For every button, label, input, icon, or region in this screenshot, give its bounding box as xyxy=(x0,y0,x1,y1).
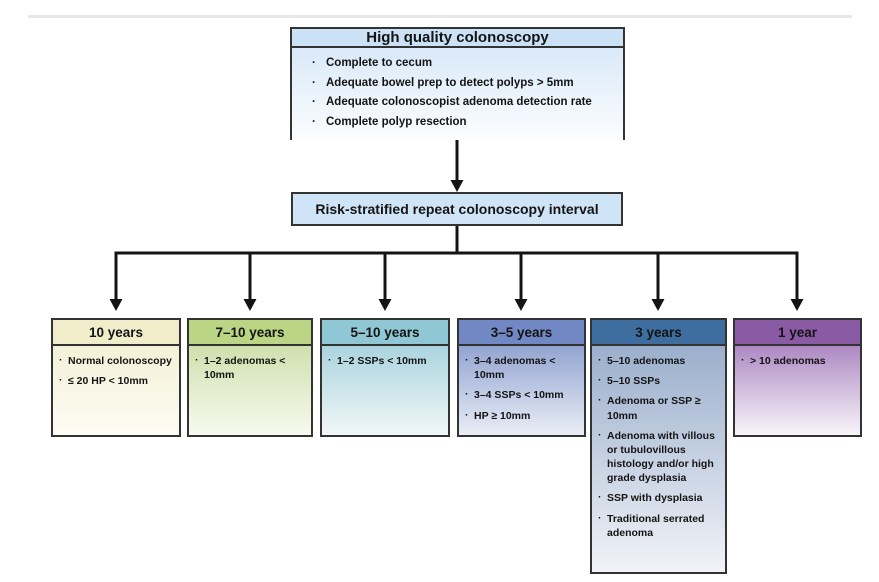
high-quality-colonoscopy-box: High quality colonoscopy Complete to cec… xyxy=(290,27,625,141)
list-item: 5–10 adenomas xyxy=(598,353,721,368)
list-item: Complete polyp resection xyxy=(310,115,617,131)
list-item: SSP with dysplasia xyxy=(598,490,721,505)
column-list: Normal colonoscopy ≤ 20 HP < 10mm xyxy=(53,346,179,400)
list-item: Normal colonoscopy xyxy=(59,353,175,368)
column-body: 1–2 adenomas < 10mm xyxy=(189,346,311,435)
column-3-5-years: 3–5 years 3–4 adenomas < 10mm 3–4 SSPs <… xyxy=(457,318,586,437)
box-title: High quality colonoscopy xyxy=(292,29,623,48)
list-item: 5–10 SSPs xyxy=(598,373,721,388)
list-item: Adequate bowel prep to detect polyps > 5… xyxy=(310,76,617,92)
column-header: 3–5 years xyxy=(459,320,584,346)
arrow-head-col-4 xyxy=(514,299,528,311)
column-list: 1–2 SSPs < 10mm xyxy=(322,346,448,380)
column-body: 3–4 adenomas < 10mm 3–4 SSPs < 10mm HP ≥… xyxy=(459,346,584,435)
column-1-year: 1 year > 10 adenomas xyxy=(733,318,862,437)
column-3-years: 3 years 5–10 adenomas 5–10 SSPs Adenoma … xyxy=(590,318,727,574)
column-7-10-years: 7–10 years 1–2 adenomas < 10mm xyxy=(187,318,313,437)
column-list: 3–4 adenomas < 10mm 3–4 SSPs < 10mm HP ≥… xyxy=(459,346,584,435)
risk-interval-box: Risk-stratified repeat colonoscopy inter… xyxy=(291,192,623,226)
list-item: ≤ 20 HP < 10mm xyxy=(59,373,175,388)
arrow-head-col-6 xyxy=(790,299,804,311)
column-list: 1–2 adenomas < 10mm xyxy=(189,346,311,394)
column-header: 5–10 years xyxy=(322,320,448,346)
list-item: 1–2 SSPs < 10mm xyxy=(328,353,444,368)
column-body: > 10 adenomas xyxy=(735,346,860,435)
list-item: HP ≥ 10mm xyxy=(465,408,580,423)
list-item: 3–4 SSPs < 10mm xyxy=(465,387,580,402)
column-header: 1 year xyxy=(735,320,860,346)
arrow-head-col-1 xyxy=(109,299,123,311)
criteria-list: Complete to cecum Adequate bowel prep to… xyxy=(292,48,623,140)
arrow-head-col-2 xyxy=(243,299,257,311)
arrow-head-col-3 xyxy=(378,299,392,311)
list-item: Traditional serrated adenoma xyxy=(598,511,721,540)
page-divider-line xyxy=(28,15,852,18)
list-item: Adenoma or SSP ≥ 10mm xyxy=(598,393,721,422)
column-list: 5–10 adenomas 5–10 SSPs Adenoma or SSP ≥… xyxy=(592,346,725,552)
column-body: Normal colonoscopy ≤ 20 HP < 10mm xyxy=(53,346,179,435)
list-item: 1–2 adenomas < 10mm xyxy=(195,353,307,382)
interval-label: Risk-stratified repeat colonoscopy inter… xyxy=(315,201,599,217)
column-list: > 10 adenomas xyxy=(735,346,860,380)
arrow-head-top xyxy=(450,180,464,192)
list-item: 3–4 adenomas < 10mm xyxy=(465,353,580,382)
list-item: > 10 adenomas xyxy=(741,353,856,368)
list-item: Complete to cecum xyxy=(310,56,617,72)
list-item: Adenoma with villous or tubulovillous hi… xyxy=(598,428,721,486)
column-10-years: 10 years Normal colonoscopy ≤ 20 HP < 10… xyxy=(51,318,181,437)
column-body: 1–2 SSPs < 10mm xyxy=(322,346,448,435)
column-header: 3 years xyxy=(592,320,725,346)
column-5-10-years: 5–10 years 1–2 SSPs < 10mm xyxy=(320,318,450,437)
criteria-body: Complete to cecum Adequate bowel prep to… xyxy=(292,48,623,141)
list-item: Adequate colonoscopist adenoma detection… xyxy=(310,95,617,111)
arrow-head-col-5 xyxy=(651,299,665,311)
column-header: 7–10 years xyxy=(189,320,311,346)
column-header: 10 years xyxy=(53,320,179,346)
column-body: 5–10 adenomas 5–10 SSPs Adenoma or SSP ≥… xyxy=(592,346,725,572)
